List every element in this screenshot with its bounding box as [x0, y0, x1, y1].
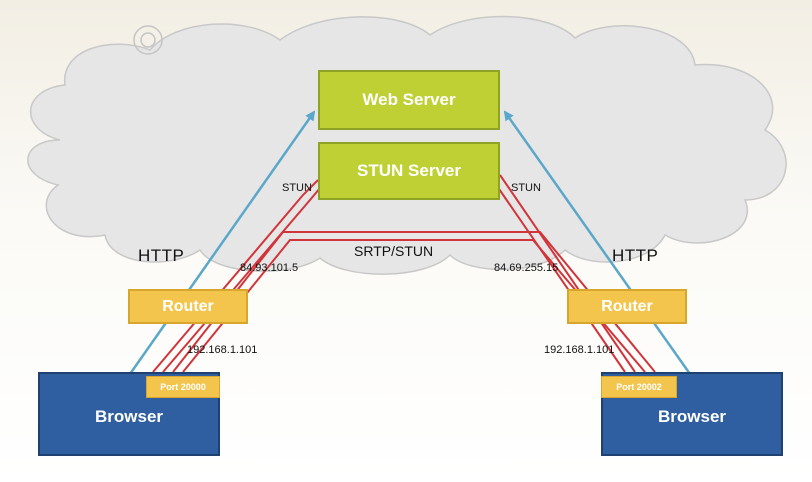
- web-server-label: Web Server: [362, 90, 456, 109]
- port-left-badge: Port 20000: [146, 376, 220, 398]
- stun-label-right: STUN: [511, 182, 541, 194]
- private-ip-left: 192.168.1.101: [187, 344, 258, 356]
- private-ip-right: 192.168.1.101: [544, 344, 615, 356]
- http-label-right: HTTP: [612, 246, 659, 265]
- router-left-box: Router: [128, 289, 248, 324]
- port-right-label: Port 20002: [616, 382, 662, 392]
- http-paths: [128, 110, 692, 375]
- router-left-label: Router: [162, 297, 214, 315]
- stun-path-right-2: [496, 185, 626, 373]
- stun-server-box: STUN Server: [318, 142, 500, 200]
- stun-server-label: STUN Server: [357, 161, 461, 180]
- web-server-box: Web Server: [318, 70, 500, 130]
- browser-right-label: Browser: [657, 407, 727, 426]
- port-left-label: Port 20000: [160, 382, 206, 392]
- srtp-stun-label: SRTP/STUN: [354, 243, 434, 259]
- port-right-badge: Port 20002: [601, 376, 677, 398]
- http-line-right: [503, 110, 692, 375]
- http-line-left: [128, 110, 316, 375]
- stun-path-right: [499, 174, 636, 373]
- stun-label-left: STUN: [282, 182, 312, 194]
- browser-left-label: Browser: [94, 407, 164, 426]
- router-right-box: Router: [567, 289, 687, 324]
- public-ip-left: 84.93.101.5: [240, 262, 299, 274]
- cloud-puff: [133, 25, 163, 55]
- http-label-left: HTTP: [138, 246, 185, 265]
- public-ip-right: 84.69.255.15: [494, 262, 559, 274]
- router-right-label: Router: [601, 297, 653, 315]
- cloud-puff-inner: [140, 32, 156, 48]
